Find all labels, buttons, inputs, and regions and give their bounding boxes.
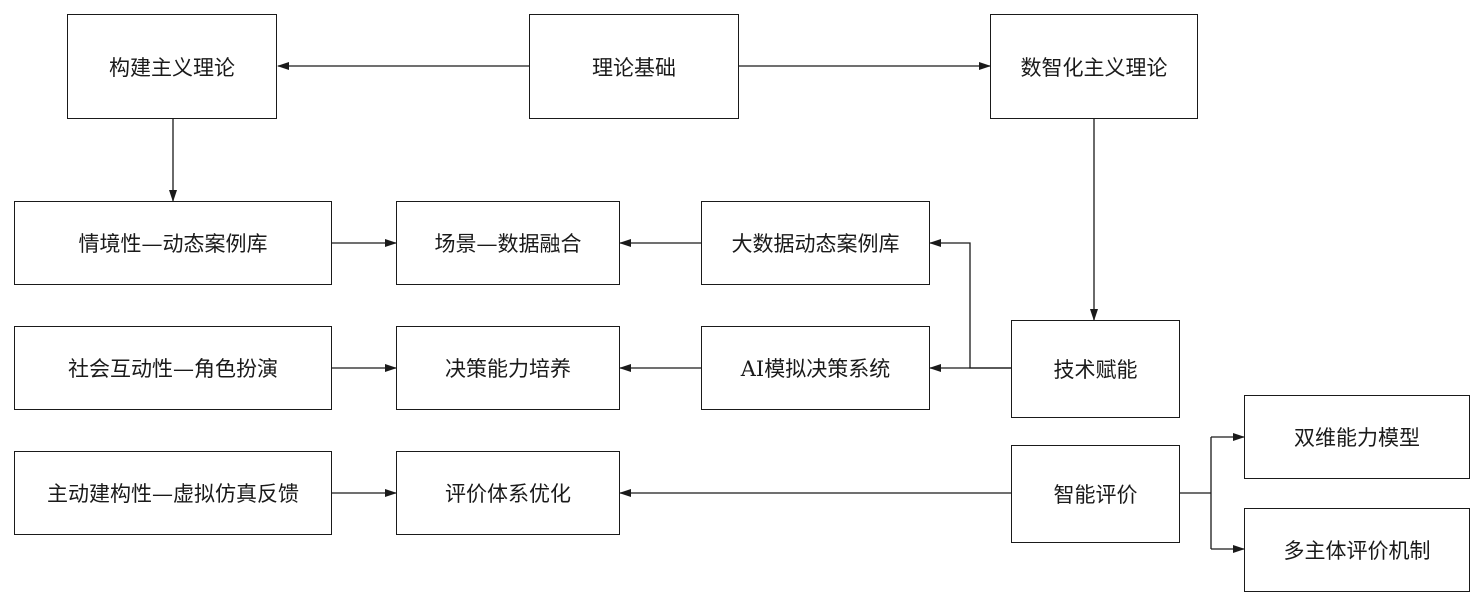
node-digital-intelligence: 数智化主义理论 <box>990 14 1198 119</box>
node-eval-optimize: 评价体系优化 <box>396 451 620 535</box>
node-theory-basis: 理论基础 <box>529 14 739 119</box>
node-big-data-case-lib: 大数据动态案例库 <box>701 201 930 285</box>
edge-tech-to-bigdata <box>929 239 1011 369</box>
node-constructivism: 构建主义理论 <box>67 14 277 119</box>
node-smart-eval: 智能评价 <box>1011 445 1180 543</box>
node-active-construction: 主动建构性—虚拟仿真反馈 <box>14 451 332 535</box>
node-social-interaction: 社会互动性—角色扮演 <box>14 326 332 410</box>
node-decision-training: 决策能力培养 <box>396 326 620 410</box>
node-scene-data-fusion: 场景—数据融合 <box>396 201 620 285</box>
node-situational: 情境性—动态案例库 <box>14 201 332 285</box>
node-ai-decision-system: AI模拟决策系统 <box>701 326 930 410</box>
node-dual-dim-model: 双维能力模型 <box>1244 395 1470 479</box>
node-tech-empower: 技术赋能 <box>1011 320 1180 418</box>
node-multi-subject-eval: 多主体评价机制 <box>1244 508 1470 592</box>
flow-diagram: 构建主义理论 理论基础 数智化主义理论 情境性—动态案例库 场景—数据融合 大数… <box>14 14 1470 592</box>
diagram-connectors <box>169 62 1245 553</box>
